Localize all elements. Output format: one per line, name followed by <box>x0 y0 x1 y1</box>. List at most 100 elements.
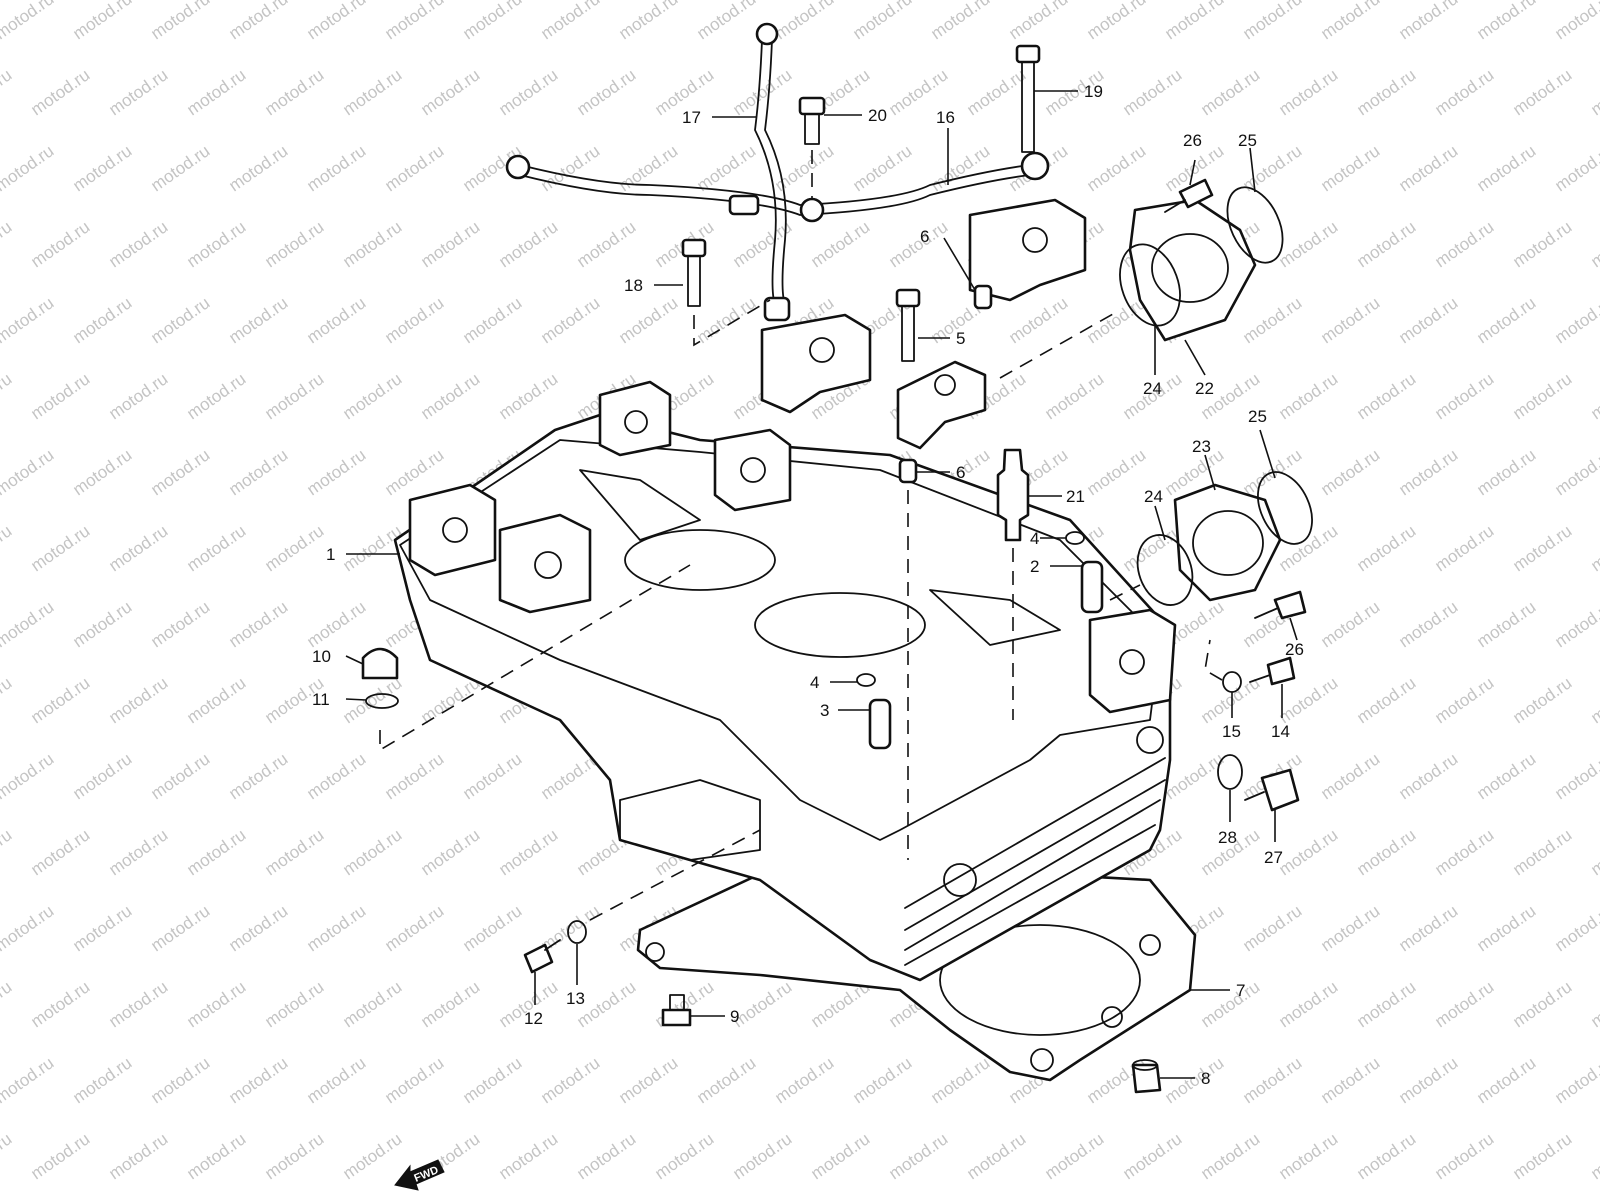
watermark-text: motod.ru <box>1431 825 1497 879</box>
cooling-fin <box>904 779 1166 931</box>
watermark-text: motod.ru <box>963 1129 1029 1183</box>
watermark-text: motod.ru <box>147 1053 213 1107</box>
watermark-text: motod.ru <box>27 977 93 1031</box>
watermark-text: motod.ru <box>225 0 291 43</box>
callout-13: 13 <box>566 989 585 1008</box>
intake-pipe-bore <box>1192 510 1264 576</box>
watermark-text: motod.ru <box>1509 217 1575 271</box>
watermark-text: motod.ru <box>1317 445 1383 499</box>
watermark-text: motod.ru <box>1473 293 1539 347</box>
watermark-text: motod.ru <box>69 141 135 195</box>
watermark-text: motod.ru <box>1239 293 1305 347</box>
watermark-text: motod.ru <box>615 141 681 195</box>
watermark-text: motod.ru <box>105 825 171 879</box>
watermark-text: motod.ru <box>1395 901 1461 955</box>
watermark-text: motod.ru <box>183 369 249 423</box>
watermark-text: motod.ru <box>495 217 561 271</box>
holder-bore <box>1119 649 1145 675</box>
watermark-text: motod.ru <box>537 0 603 43</box>
watermark-text: motod.ru <box>1275 369 1341 423</box>
screw-shank <box>1254 607 1279 619</box>
oil-hose-fitting <box>755 22 779 46</box>
watermark-text: motod.ru <box>693 1053 759 1107</box>
drain-plug <box>1260 768 1300 812</box>
oil-jet-tube <box>1080 560 1104 614</box>
callout-20: 20 <box>868 106 887 125</box>
watermark-text: motod.ru <box>1509 369 1575 423</box>
watermark-text: motod.ru <box>69 901 135 955</box>
oil-pipe-banjo <box>1020 151 1050 181</box>
watermark-text: motod.ru <box>69 597 135 651</box>
callout-11: 11 <box>312 690 330 709</box>
watermark-text: motod.ru <box>261 521 327 575</box>
dowel-pin <box>1131 1063 1162 1094</box>
callout-7: 7 <box>1236 981 1245 1000</box>
oil-pipe-clamp <box>728 194 760 216</box>
watermark-text: motod.ru <box>339 673 405 727</box>
watermark-text: motod.ru <box>1317 901 1383 955</box>
watermark-text: motod.ru <box>417 825 483 879</box>
watermark-text: motod.ru <box>573 217 639 271</box>
gasket-bore <box>939 924 1141 1036</box>
watermark-text: motod.ru <box>417 369 483 423</box>
bolt <box>523 943 554 974</box>
watermark-text: motod.ru <box>1431 369 1497 423</box>
oil-jet-tube <box>868 698 892 750</box>
watermark-text: motod.ru <box>381 141 447 195</box>
watermark-text: motod.ru <box>261 825 327 879</box>
callout-19: 19 <box>1084 82 1103 101</box>
callout-26b: 26 <box>1285 640 1304 659</box>
intake-clamp <box>1257 471 1313 545</box>
watermark-text: motod.ru <box>1551 141 1600 195</box>
watermark-text: motod.ru <box>381 901 447 955</box>
watermark-text: motod.ru <box>27 217 93 271</box>
watermark-text: motod.ru <box>1431 977 1497 1031</box>
screw <box>1273 590 1307 620</box>
watermark-text: motod.ru <box>1197 65 1263 119</box>
watermark-text: motod.ru <box>1395 0 1461 43</box>
callout-9: 9 <box>730 1007 739 1026</box>
watermark-text: motod.ru <box>459 0 525 43</box>
watermark-text: motod.ru <box>261 65 327 119</box>
watermark-text: motod.ru <box>27 65 93 119</box>
watermark-text: motod.ru <box>1119 65 1185 119</box>
watermark-text: motod.ru <box>303 0 369 43</box>
screw-shank <box>1164 199 1186 213</box>
watermark-text: motod.ru <box>225 141 291 195</box>
watermark-text: motod.ru <box>1005 293 1071 347</box>
watermark-text: motod.ru <box>1317 141 1383 195</box>
watermark-text: motod.ru <box>927 0 993 43</box>
watermark-text: motod.ru <box>1041 1129 1107 1183</box>
exhaust-port <box>1136 726 1164 754</box>
watermark-text: motod.ru <box>885 217 951 271</box>
watermark-text: motod.ru <box>147 445 213 499</box>
holder-bore <box>442 517 468 543</box>
drain-plug-shank <box>1244 791 1265 801</box>
watermark-text: motod.ru <box>1431 217 1497 271</box>
callout-24b: 24 <box>1144 487 1163 506</box>
watermark-text: motod.ru <box>615 293 681 347</box>
dowel-pin <box>973 284 993 310</box>
watermark-text: motod.ru <box>261 369 327 423</box>
watermark-text: motod.ru <box>1551 597 1600 651</box>
watermark-text: motod.ru <box>693 0 759 43</box>
watermark-text: motod.ru <box>417 217 483 271</box>
watermark-text: motod.ru <box>381 1053 447 1107</box>
watermark-text: motod.ru <box>0 673 15 727</box>
watermark-text: motod.ru <box>1473 597 1539 651</box>
watermark-text: motod.ru <box>1353 369 1419 423</box>
watermark-text: motod.ru <box>1509 673 1575 727</box>
watermark-text: motod.ru <box>183 977 249 1031</box>
watermark-text: motod.ru <box>105 977 171 1031</box>
watermark-text: motod.ru <box>69 0 135 43</box>
watermark-text: motod.ru <box>1353 825 1419 879</box>
watermark-text: motod.ru <box>1239 901 1305 955</box>
watermark-text: motod.ru <box>1431 65 1497 119</box>
watermark-text: motod.ru <box>0 65 15 119</box>
oil-hose-inner <box>764 39 787 306</box>
watermark-text: motod.ru <box>1509 521 1575 575</box>
watermark-text: motod.ru <box>1473 749 1539 803</box>
watermark-text: motod.ru <box>1551 901 1600 955</box>
watermark-text: motod.ru <box>807 1129 873 1183</box>
